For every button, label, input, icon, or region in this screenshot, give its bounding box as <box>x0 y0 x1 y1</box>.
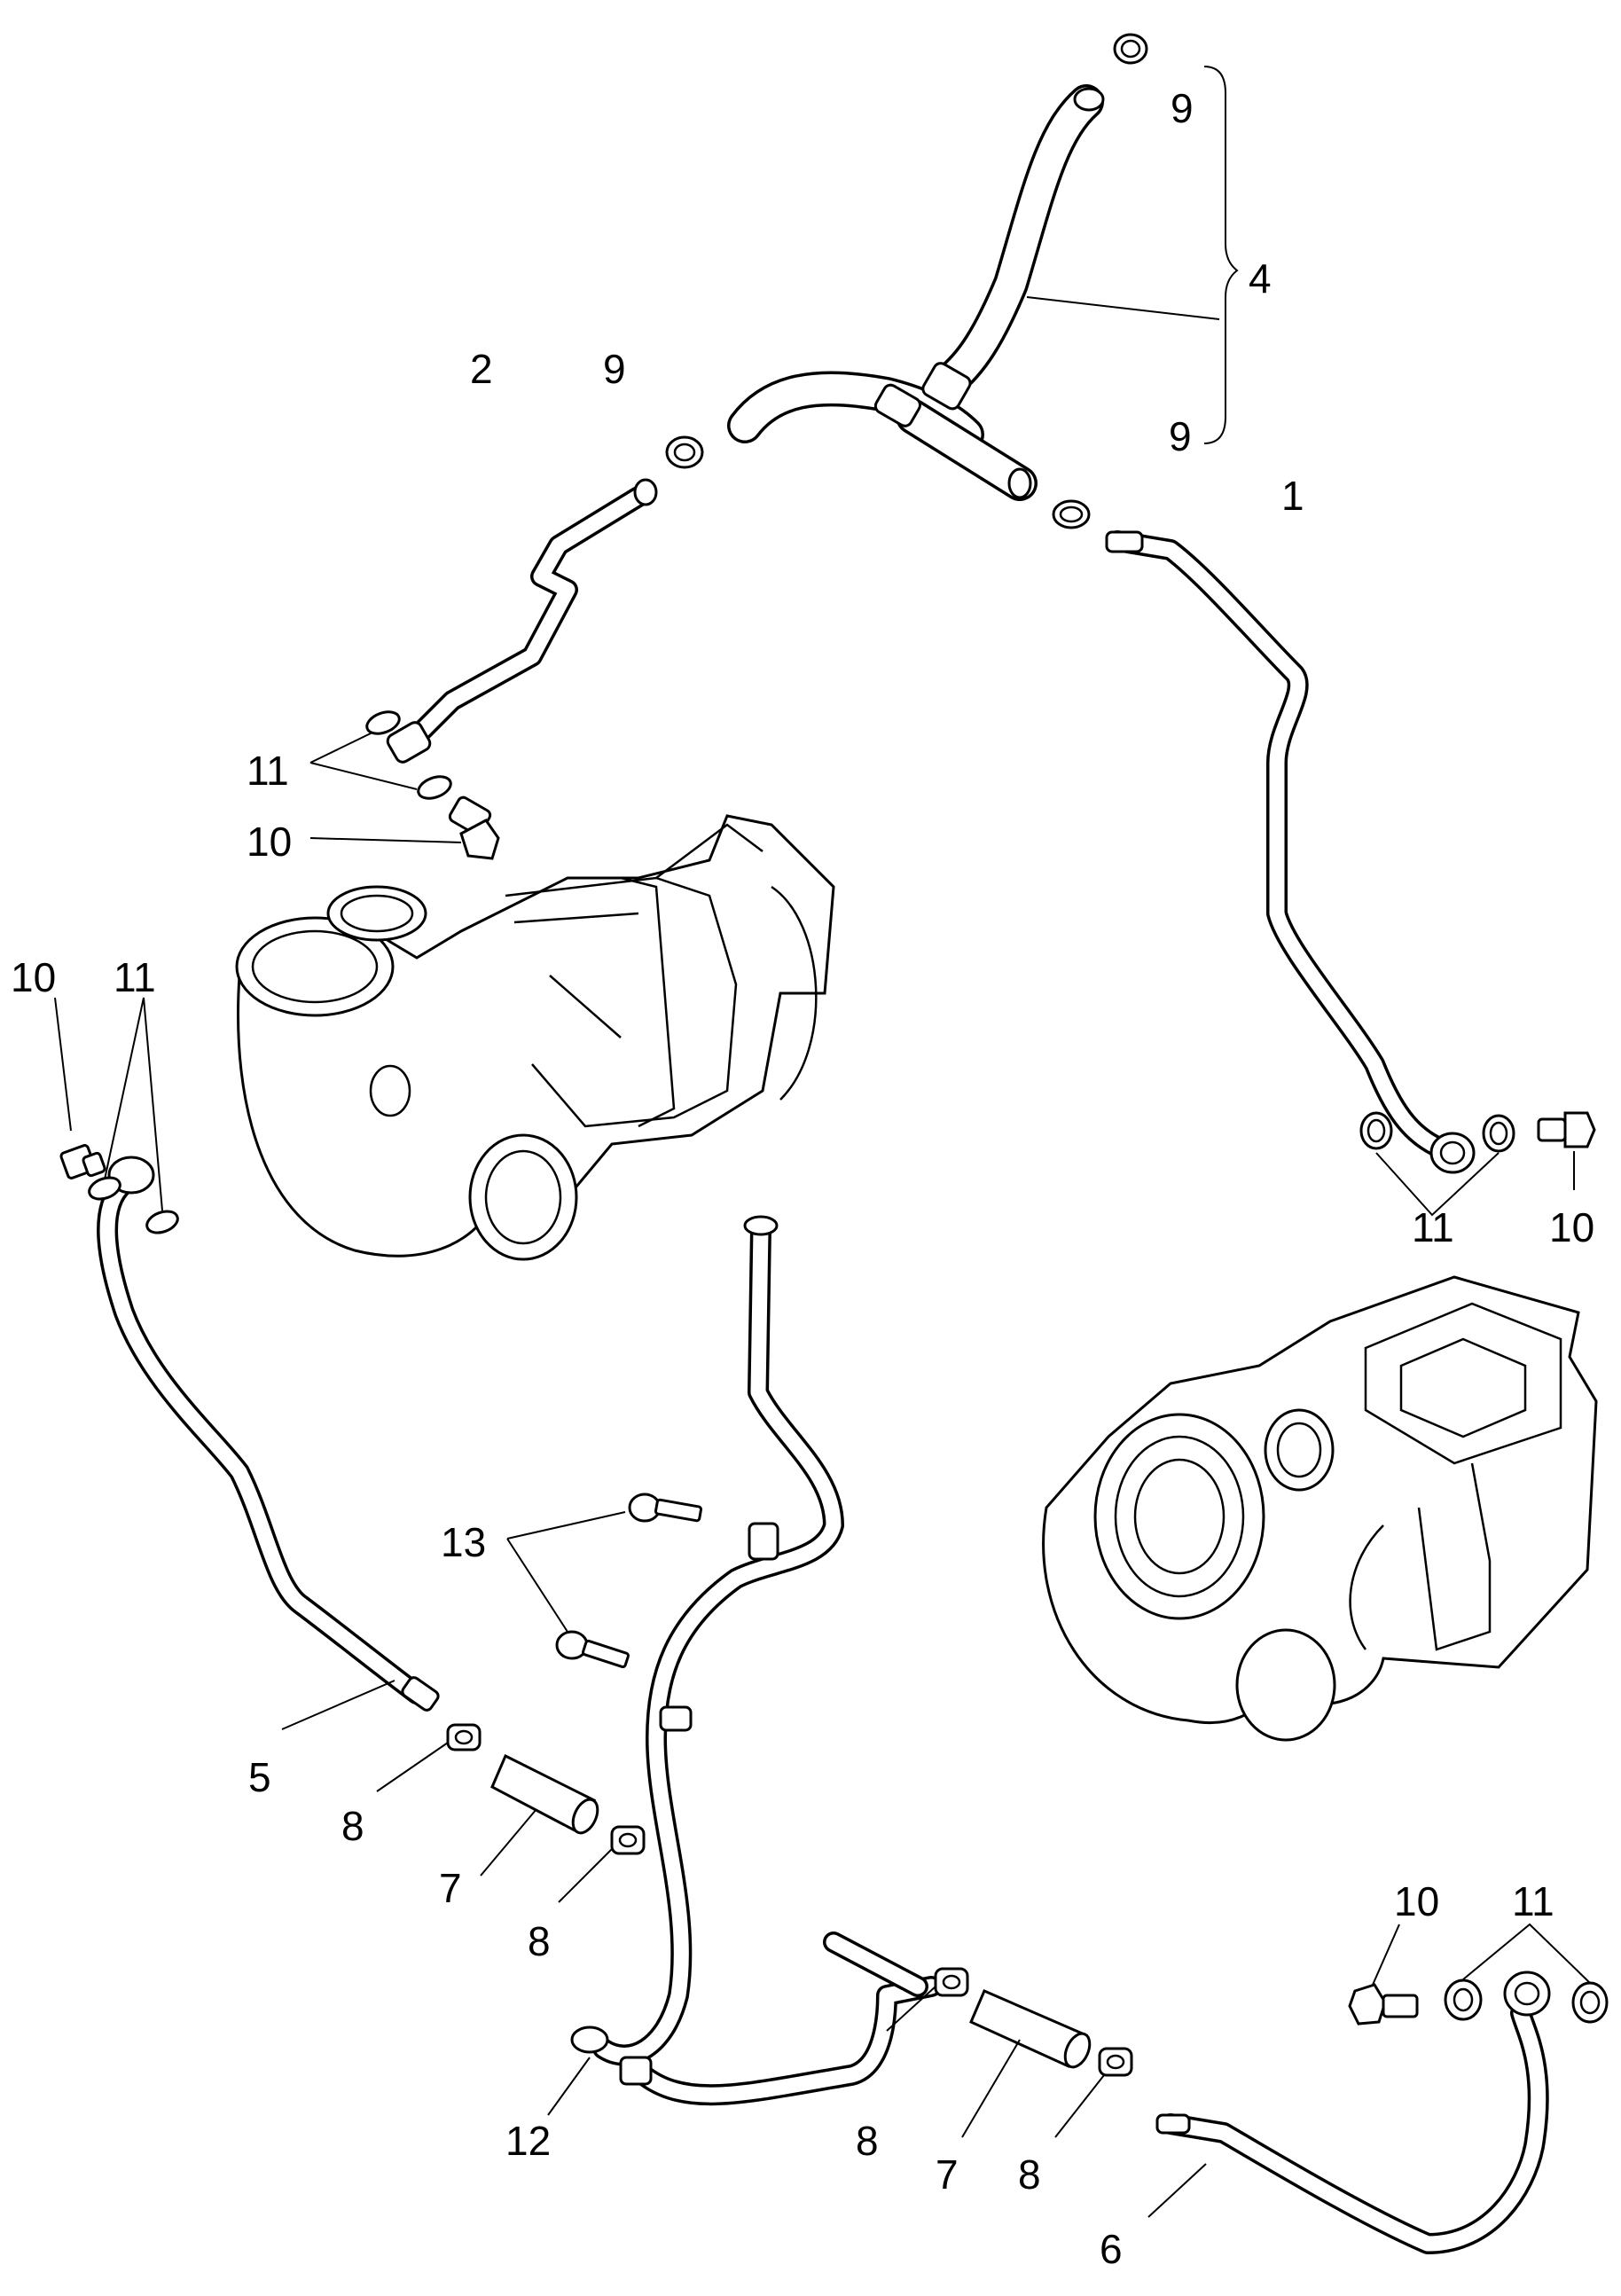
pipe-1 <box>1105 530 1476 1174</box>
seal-11-lower-b <box>1571 1981 1609 2024</box>
clamp-8-b <box>610 1825 646 1855</box>
seal-11-left-b <box>145 1210 179 1234</box>
callout-10-left: 10 <box>11 954 56 1000</box>
callout-11-right: 11 <box>1412 1204 1454 1250</box>
seal-11-upper-a <box>365 710 401 735</box>
turbocharger-lower <box>1042 1275 1598 1742</box>
seal-11-right-a <box>1359 1111 1393 1150</box>
clamp-8-d <box>1098 2047 1133 2077</box>
pipe-2 <box>386 478 658 764</box>
pipe-12 <box>570 1215 942 2106</box>
callout-10-right: 10 <box>1549 1204 1594 1250</box>
sleeve-7-a <box>490 1753 599 1835</box>
bolt-13-lower <box>555 1630 630 1669</box>
callout-1: 1 <box>1281 473 1304 519</box>
bolt-10-lower <box>1348 1983 1419 2026</box>
bracket-4 <box>1203 66 1239 444</box>
callout-11-left: 11 <box>114 954 156 1000</box>
sleeve-7-b <box>969 1989 1092 2069</box>
callout-8-b: 8 <box>528 1918 551 1964</box>
pipe-6 <box>1155 1971 1551 2254</box>
callout-8-d: 8 <box>1018 2151 1041 2198</box>
clamp-9-left <box>665 435 704 469</box>
clamp-8-a <box>446 1723 482 1751</box>
bolt-10-right <box>1537 1111 1596 1148</box>
callout-7-b: 7 <box>936 2151 959 2198</box>
callout-8-c: 8 <box>856 2118 879 2164</box>
callout-4: 4 <box>1249 255 1272 302</box>
turbocharger-upper <box>235 814 835 1261</box>
bolt-13-upper <box>628 1493 703 1523</box>
seal-11-right-b <box>1482 1114 1515 1153</box>
callout-13: 13 <box>441 1519 486 1565</box>
bolt-10-left <box>59 1144 106 1179</box>
callout-12: 12 <box>505 2118 551 2164</box>
callout-10-upper: 10 <box>247 819 292 865</box>
clamp-9-right <box>1052 499 1091 529</box>
callout-10-lower: 10 <box>1394 1878 1439 1924</box>
callout-5: 5 <box>248 1754 271 1800</box>
callout-9-right: 9 <box>1169 413 1192 459</box>
callout-11-upper: 11 <box>247 748 289 794</box>
callout-7-a: 7 <box>439 1865 462 1911</box>
callout-6: 6 <box>1100 2226 1123 2272</box>
callout-9-left: 9 <box>603 346 626 392</box>
callout-9-top: 9 <box>1171 85 1194 131</box>
callout-2: 2 <box>470 346 493 392</box>
callout-11-lower: 11 <box>1512 1878 1554 1924</box>
bolt-10-upper <box>448 795 500 860</box>
clamp-9-top <box>1113 33 1148 65</box>
seal-11-upper-b <box>417 775 452 800</box>
seal-11-left-a <box>88 1176 121 1201</box>
seal-11-lower-a <box>1444 1979 1483 2021</box>
pipe-5 <box>97 1156 440 1712</box>
callout-8-a: 8 <box>341 1803 364 1849</box>
clamp-8-c <box>934 1967 969 1997</box>
hose-assembly-4 <box>727 84 1105 501</box>
